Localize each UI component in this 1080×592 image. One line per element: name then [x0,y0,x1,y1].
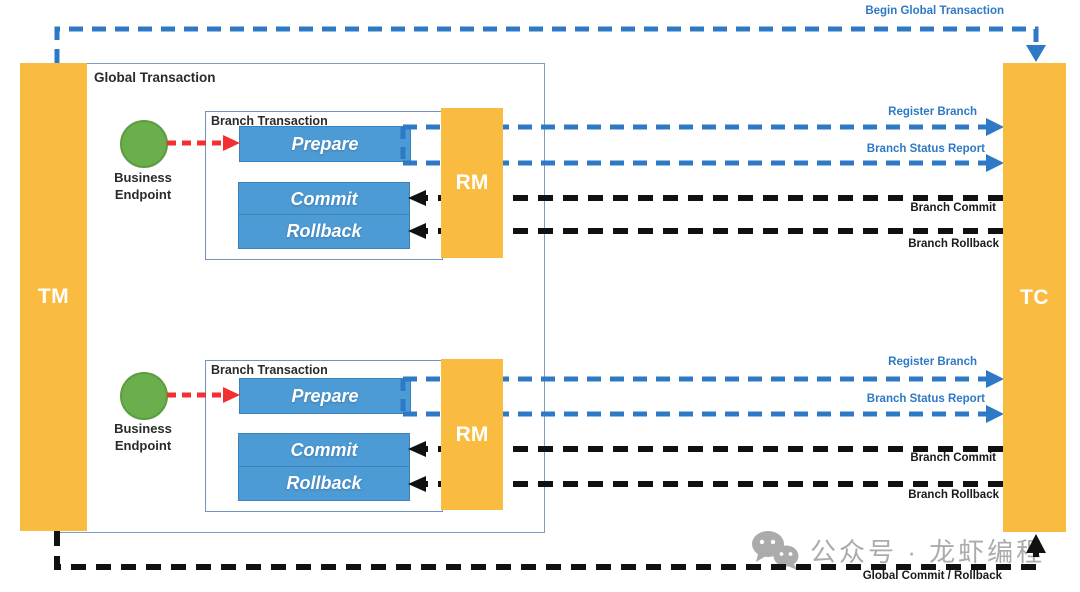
branch-transaction-title: Branch Transaction [211,114,328,128]
begin-global-transaction-label: Begin Global Transaction [865,5,1004,17]
register-branch-label: Register Branch [888,356,977,368]
rm-box: RM [441,359,503,510]
business-endpoint-circle [120,372,168,420]
begin-global-transaction-arrow [54,26,1046,63]
tc-bar: TC [1003,63,1066,532]
global-commit-rollback-arrow [54,531,1046,570]
business-endpoint-label-line1: Business [114,170,172,185]
branch-rollback-label: Branch Rollback [908,238,999,250]
business-endpoint-label: Business Endpoint [97,420,189,454]
branch-status-report-label: Branch Status Report [866,143,985,155]
branch-rollback-label: Branch Rollback [908,489,999,501]
watermark-text: 公众号 · 龙虾编程 [810,536,1046,567]
watermark: 公众号 · 龙虾编程 [748,529,1045,571]
prepare-box: Prepare [239,126,411,162]
business-endpoint-label: Business Endpoint [97,169,189,203]
invoke-arrow [167,387,240,403]
branch-commit-label: Branch Commit [910,202,996,214]
branch-commit-arrow [408,190,1003,206]
branch-rollback-arrow [408,223,1003,239]
branch-commit-label: Branch Commit [910,452,996,464]
branch-transaction-title: Branch Transaction [211,363,328,377]
global-commit-rollback-label: Global Commit / Rollback [862,570,1002,582]
rollback-box: Rollback [238,214,410,249]
branch-rollback-arrow [408,476,1003,492]
rollback-box: Rollback [238,466,410,501]
branch-status-report-label: Branch Status Report [866,393,985,405]
business-endpoint-label-line2: Endpoint [114,438,172,453]
business-endpoint-label-line2: Endpoint [114,187,172,202]
rm-box: RM [441,108,503,258]
global-transaction-title: Global Transaction [94,70,216,85]
business-endpoint-label-line1: Business [114,421,172,436]
prepare-box: Prepare [239,378,411,414]
register-branch-label: Register Branch [888,106,977,118]
invoke-arrow [167,135,240,151]
wechat-icon [752,531,799,570]
branch-commit-arrow [408,441,1003,457]
tm-bar: TM [20,63,87,531]
